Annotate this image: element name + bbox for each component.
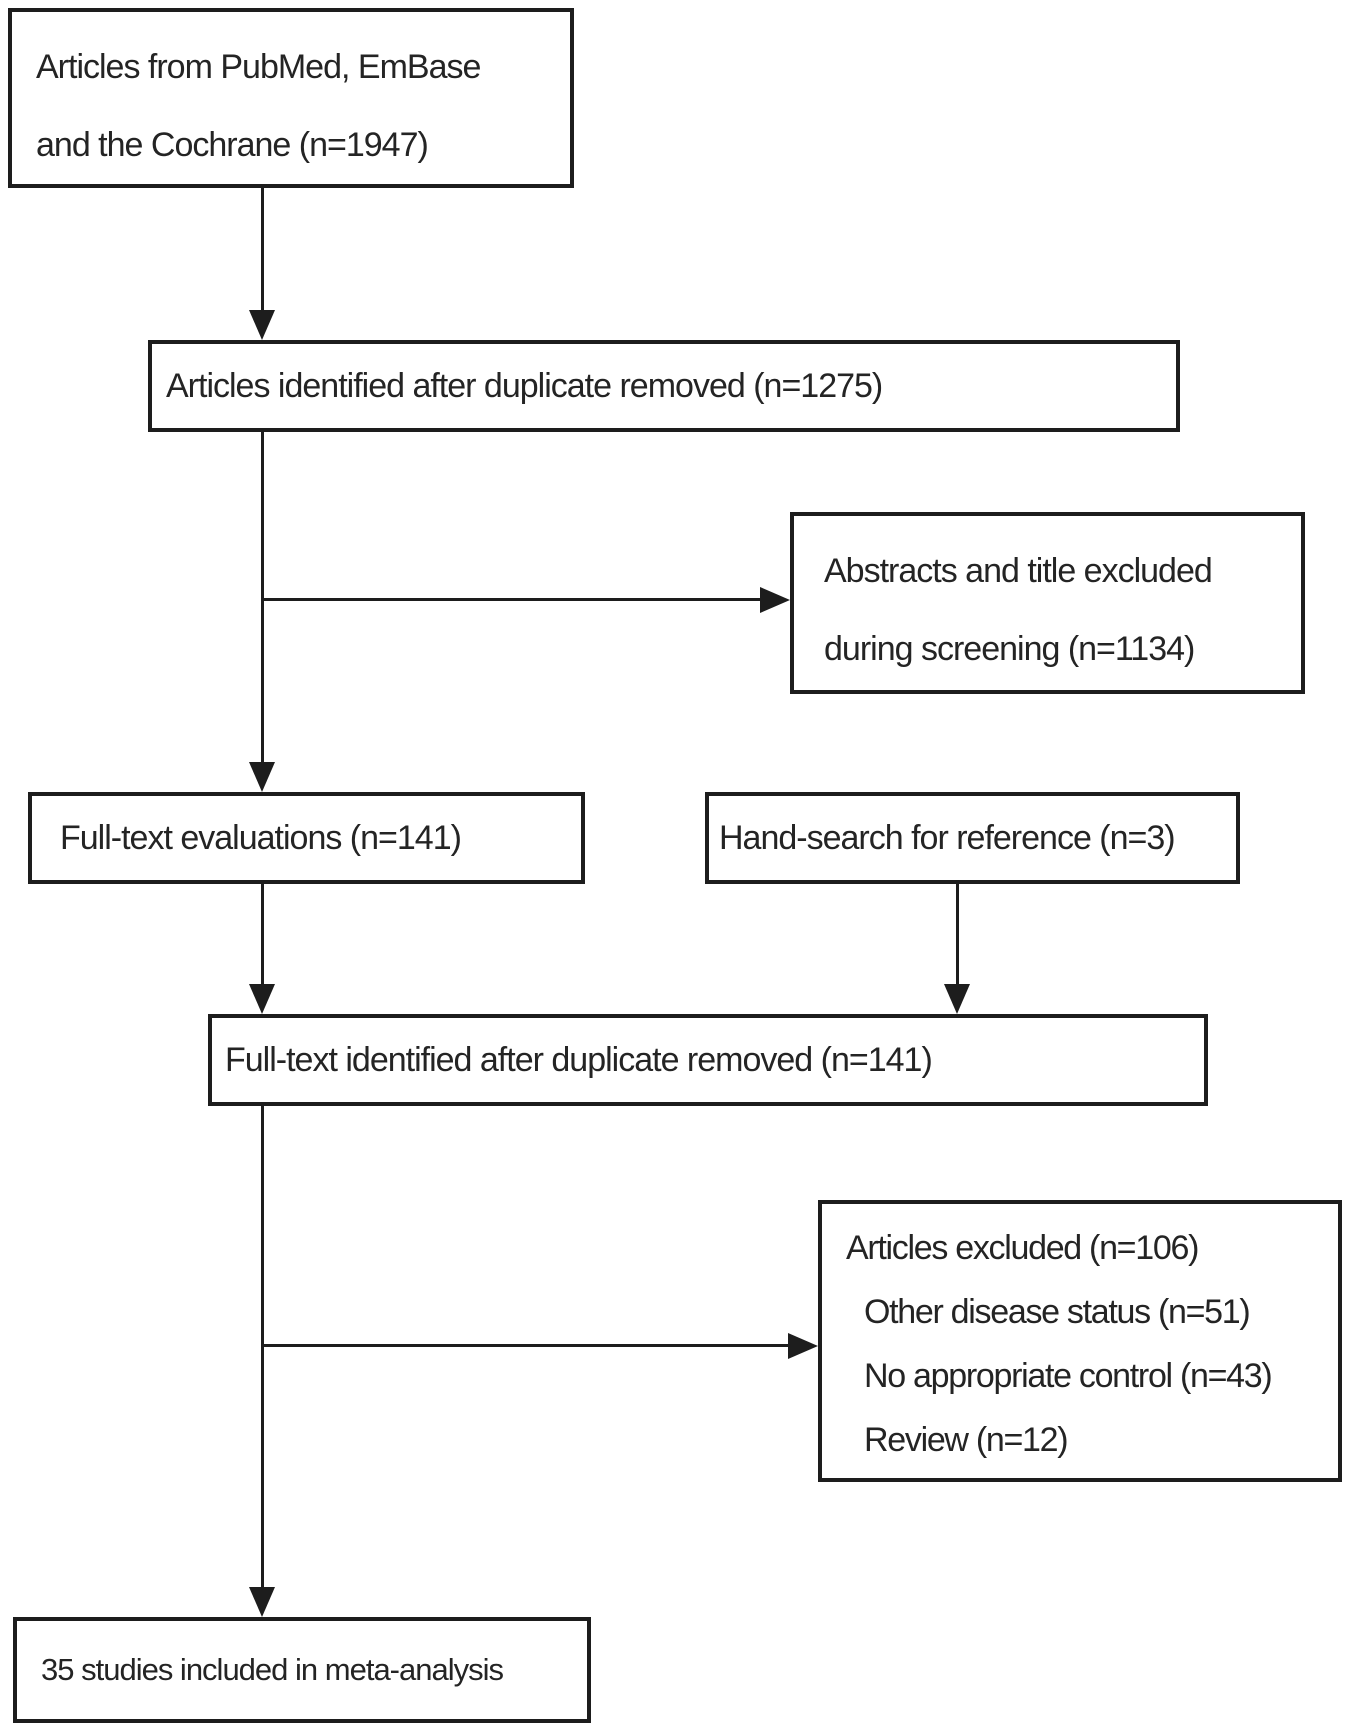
arrow-fulltext-identified-to-included-head [249,1587,275,1617]
flow-box-fulltext-evaluations-text: Full-text evaluations (n=141) [60,818,462,857]
branch-to-articles-excluded-shaft [262,1344,788,1347]
flow-box-identified: Articles identified after duplicate remo… [148,340,1180,432]
flow-box-hand-search-text: Hand-search for reference (n=3) [719,818,1176,857]
flow-box-fulltext-evaluations: Full-text evaluations (n=141) [28,792,585,884]
flow-box-included-text: 35 studies included in meta-analysis [41,1652,504,1687]
flow-box-sources-line2: and the Cochrane (n=1947) [36,126,429,164]
arrow-identified-to-fulltext-shaft [261,432,264,762]
flow-box-hand-search: Hand-search for reference (n=3) [705,792,1240,884]
flow-box-articles-excluded: Articles excluded (n=106) Other disease … [818,1200,1342,1482]
flow-box-sources-line1: Articles from PubMed, EmBase [36,48,481,86]
arrow-fulltext-eval-to-identified-shaft [261,884,264,984]
branch-to-abstracts-excluded-head [760,587,790,613]
flow-box-abstracts-excluded-line2: during screening (n=1134) [824,630,1195,668]
branch-to-abstracts-excluded-shaft [262,598,760,601]
flow-box-sources: Articles from PubMed, EmBase and the Coc… [8,8,574,188]
flow-box-fulltext-identified-text: Full-text identified after duplicate rem… [225,1040,933,1079]
flow-box-articles-excluded-line3: No appropriate control (n=43) [864,1357,1273,1395]
arrow-fulltext-eval-to-identified-head [249,984,275,1014]
arrow-hand-search-to-identified-shaft [956,884,959,984]
arrow-fulltext-identified-to-included-shaft [261,1106,264,1592]
arrow-sources-to-identified-shaft [261,188,264,310]
flow-box-abstracts-excluded-line1: Abstracts and title excluded [824,552,1213,590]
flow-box-articles-excluded-line2: Other disease status (n=51) [864,1293,1251,1331]
flow-box-identified-text: Articles identified after duplicate remo… [166,366,883,405]
flow-box-articles-excluded-line4: Review (n=12) [864,1421,1069,1459]
arrow-sources-to-identified-head [249,310,275,340]
arrow-hand-search-to-identified-head [944,984,970,1014]
flow-box-articles-excluded-line1: Articles excluded (n=106) [846,1229,1199,1267]
arrow-identified-to-fulltext-head [249,762,275,792]
flow-box-fulltext-identified: Full-text identified after duplicate rem… [208,1014,1208,1106]
flow-box-abstracts-excluded: Abstracts and title excluded during scre… [790,512,1305,694]
branch-to-articles-excluded-head [788,1333,818,1359]
flow-box-included: 35 studies included in meta-analysis [13,1617,591,1723]
